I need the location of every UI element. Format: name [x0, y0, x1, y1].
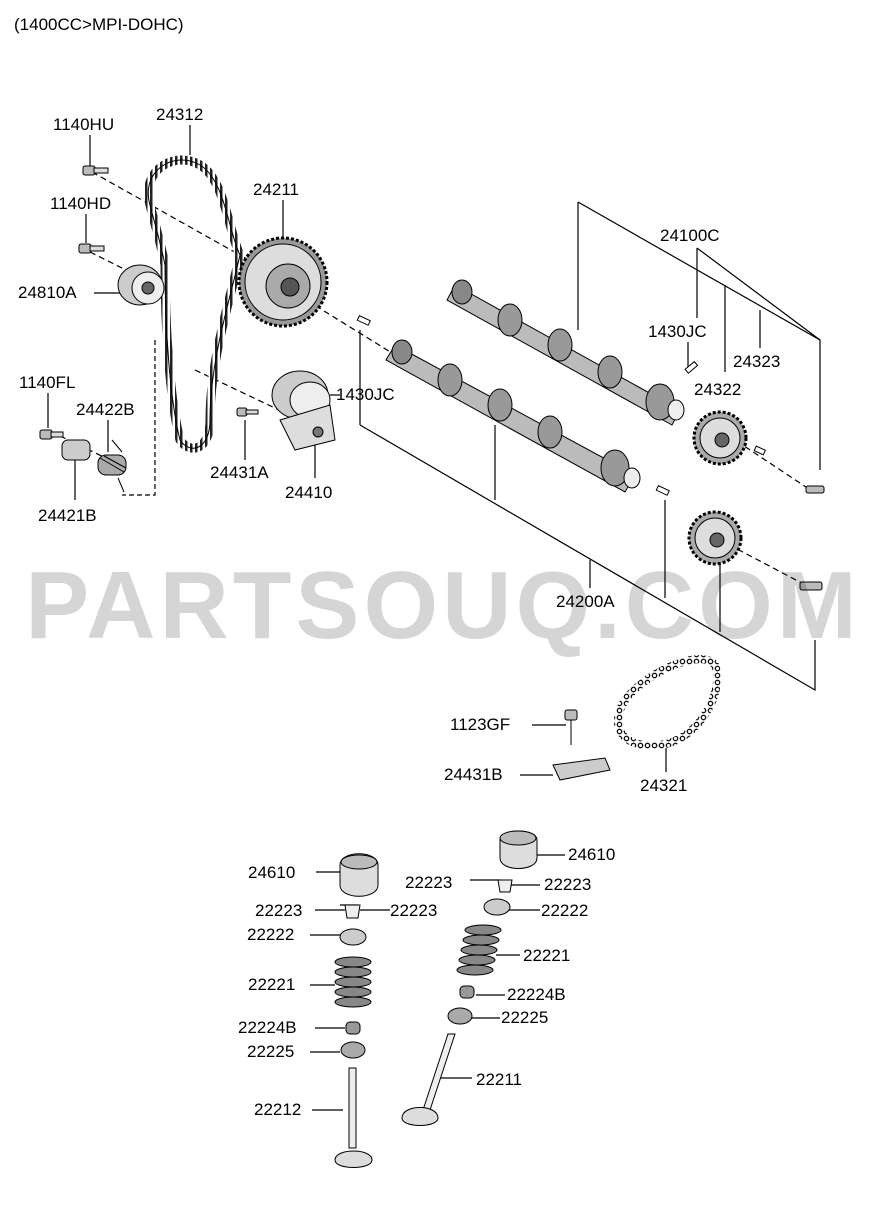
- label-22223-right-b: 22223: [544, 875, 592, 894]
- label-1430jc-mid: 1430JC: [336, 385, 395, 404]
- idler-pulley: [117, 264, 165, 306]
- label-24321: 24321: [640, 776, 688, 795]
- tensioner-spring: [97, 439, 127, 493]
- label-24410: 24410: [285, 483, 333, 502]
- bolt-1140hu: [82, 165, 109, 176]
- label-1140fl: 1140FL: [19, 373, 76, 392]
- label-24323: 24323: [733, 352, 781, 371]
- label-1140hu: 1140HU: [53, 115, 115, 134]
- label-24610-left: 24610: [248, 863, 296, 882]
- bolt-24431a: [236, 407, 259, 417]
- label-24610-right: 24610: [568, 845, 616, 864]
- sprocket-bolts: [799, 485, 825, 591]
- label-22223-left-b: 22223: [390, 901, 438, 920]
- watermark: PARTSOUQ.COM: [25, 552, 861, 659]
- chain-guide: [552, 709, 611, 781]
- label-24200a: 24200A: [556, 592, 615, 611]
- cam-chain-sprocket-upper: [692, 410, 748, 466]
- label-24431b: 24431B: [444, 765, 503, 784]
- label-22223-right-a: 22223: [405, 873, 453, 892]
- label-22211: 22211: [476, 1070, 523, 1089]
- timing-chain: [614, 655, 722, 750]
- label-24100c: 24100C: [660, 226, 720, 245]
- label-24431a: 24431A: [210, 463, 269, 482]
- tensioner-spacer: [61, 439, 91, 461]
- label-24211: 24211: [253, 180, 300, 199]
- dowel-pins: [356, 314, 767, 496]
- label-22222-right: 22222: [541, 901, 589, 920]
- diagram-title: (1400CC>MPI-DOHC): [14, 15, 184, 34]
- timing-belt: [143, 155, 245, 453]
- label-22224b-right: 22224B: [507, 985, 566, 1004]
- label-22212: 22212: [254, 1100, 302, 1119]
- camshaft-intake: [446, 279, 685, 426]
- label-22221-left: 22221: [248, 975, 296, 994]
- bolt-1140fl: [39, 429, 64, 440]
- belt-tensioner: [271, 370, 336, 451]
- label-22225-left: 22225: [247, 1042, 295, 1061]
- label-22221-right: 22221: [523, 946, 571, 965]
- label-22225-right: 22225: [501, 1008, 549, 1027]
- label-24810a: 24810A: [18, 283, 77, 302]
- cam-chain-sprocket-lower: [687, 510, 743, 566]
- label-22222-left: 22222: [247, 925, 295, 944]
- label-24322: 24322: [694, 380, 742, 399]
- label-1140hd: 1140HD: [50, 194, 112, 213]
- camshaft-exhaust: [385, 339, 641, 493]
- valve-train-left: [334, 853, 379, 1168]
- label-24422b: 24422B: [76, 400, 135, 419]
- valve-train-right: [401, 830, 538, 1126]
- label-22223-left-a: 22223: [255, 901, 303, 920]
- label-1430jc-top: 1430JC: [648, 322, 707, 341]
- bolt-1140hd: [78, 243, 105, 254]
- label-24421b: 24421B: [38, 506, 97, 525]
- label-1123gf: 1123GF: [450, 715, 511, 734]
- cam-sprocket: [237, 236, 329, 328]
- label-24312: 24312: [156, 105, 204, 124]
- label-22224b-left: 22224B: [238, 1018, 297, 1037]
